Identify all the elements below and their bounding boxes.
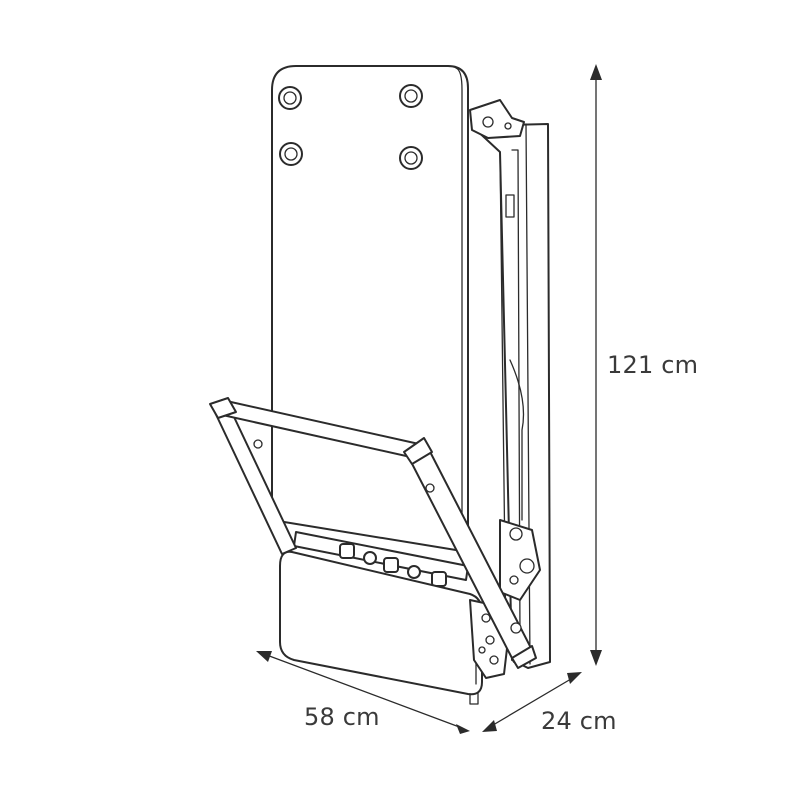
support-handle-frame — [209, 397, 537, 669]
mounting-hole-icon — [399, 84, 423, 108]
side-hinge-assembly — [499, 519, 541, 601]
height-label: 121 cm — [607, 351, 699, 379]
mounting-hole-icon — [399, 146, 423, 170]
depth-dimension-line — [482, 672, 582, 732]
knob-icon — [363, 551, 377, 565]
width-label: 58 cm — [304, 703, 380, 731]
width-dimension-line — [256, 651, 470, 734]
top-hinge-bracket — [469, 99, 525, 139]
adjustment-rod — [293, 531, 469, 587]
knob-icon — [383, 557, 399, 573]
mounting-holes — [278, 84, 423, 170]
knob-icon — [407, 565, 421, 579]
knob-icon — [431, 571, 447, 587]
mounting-hole-icon — [279, 142, 303, 166]
mounting-hole-icon — [278, 86, 302, 110]
knob-icon — [339, 543, 355, 559]
height-dimension-line — [590, 64, 602, 666]
depth-label: 24 cm — [541, 707, 617, 735]
